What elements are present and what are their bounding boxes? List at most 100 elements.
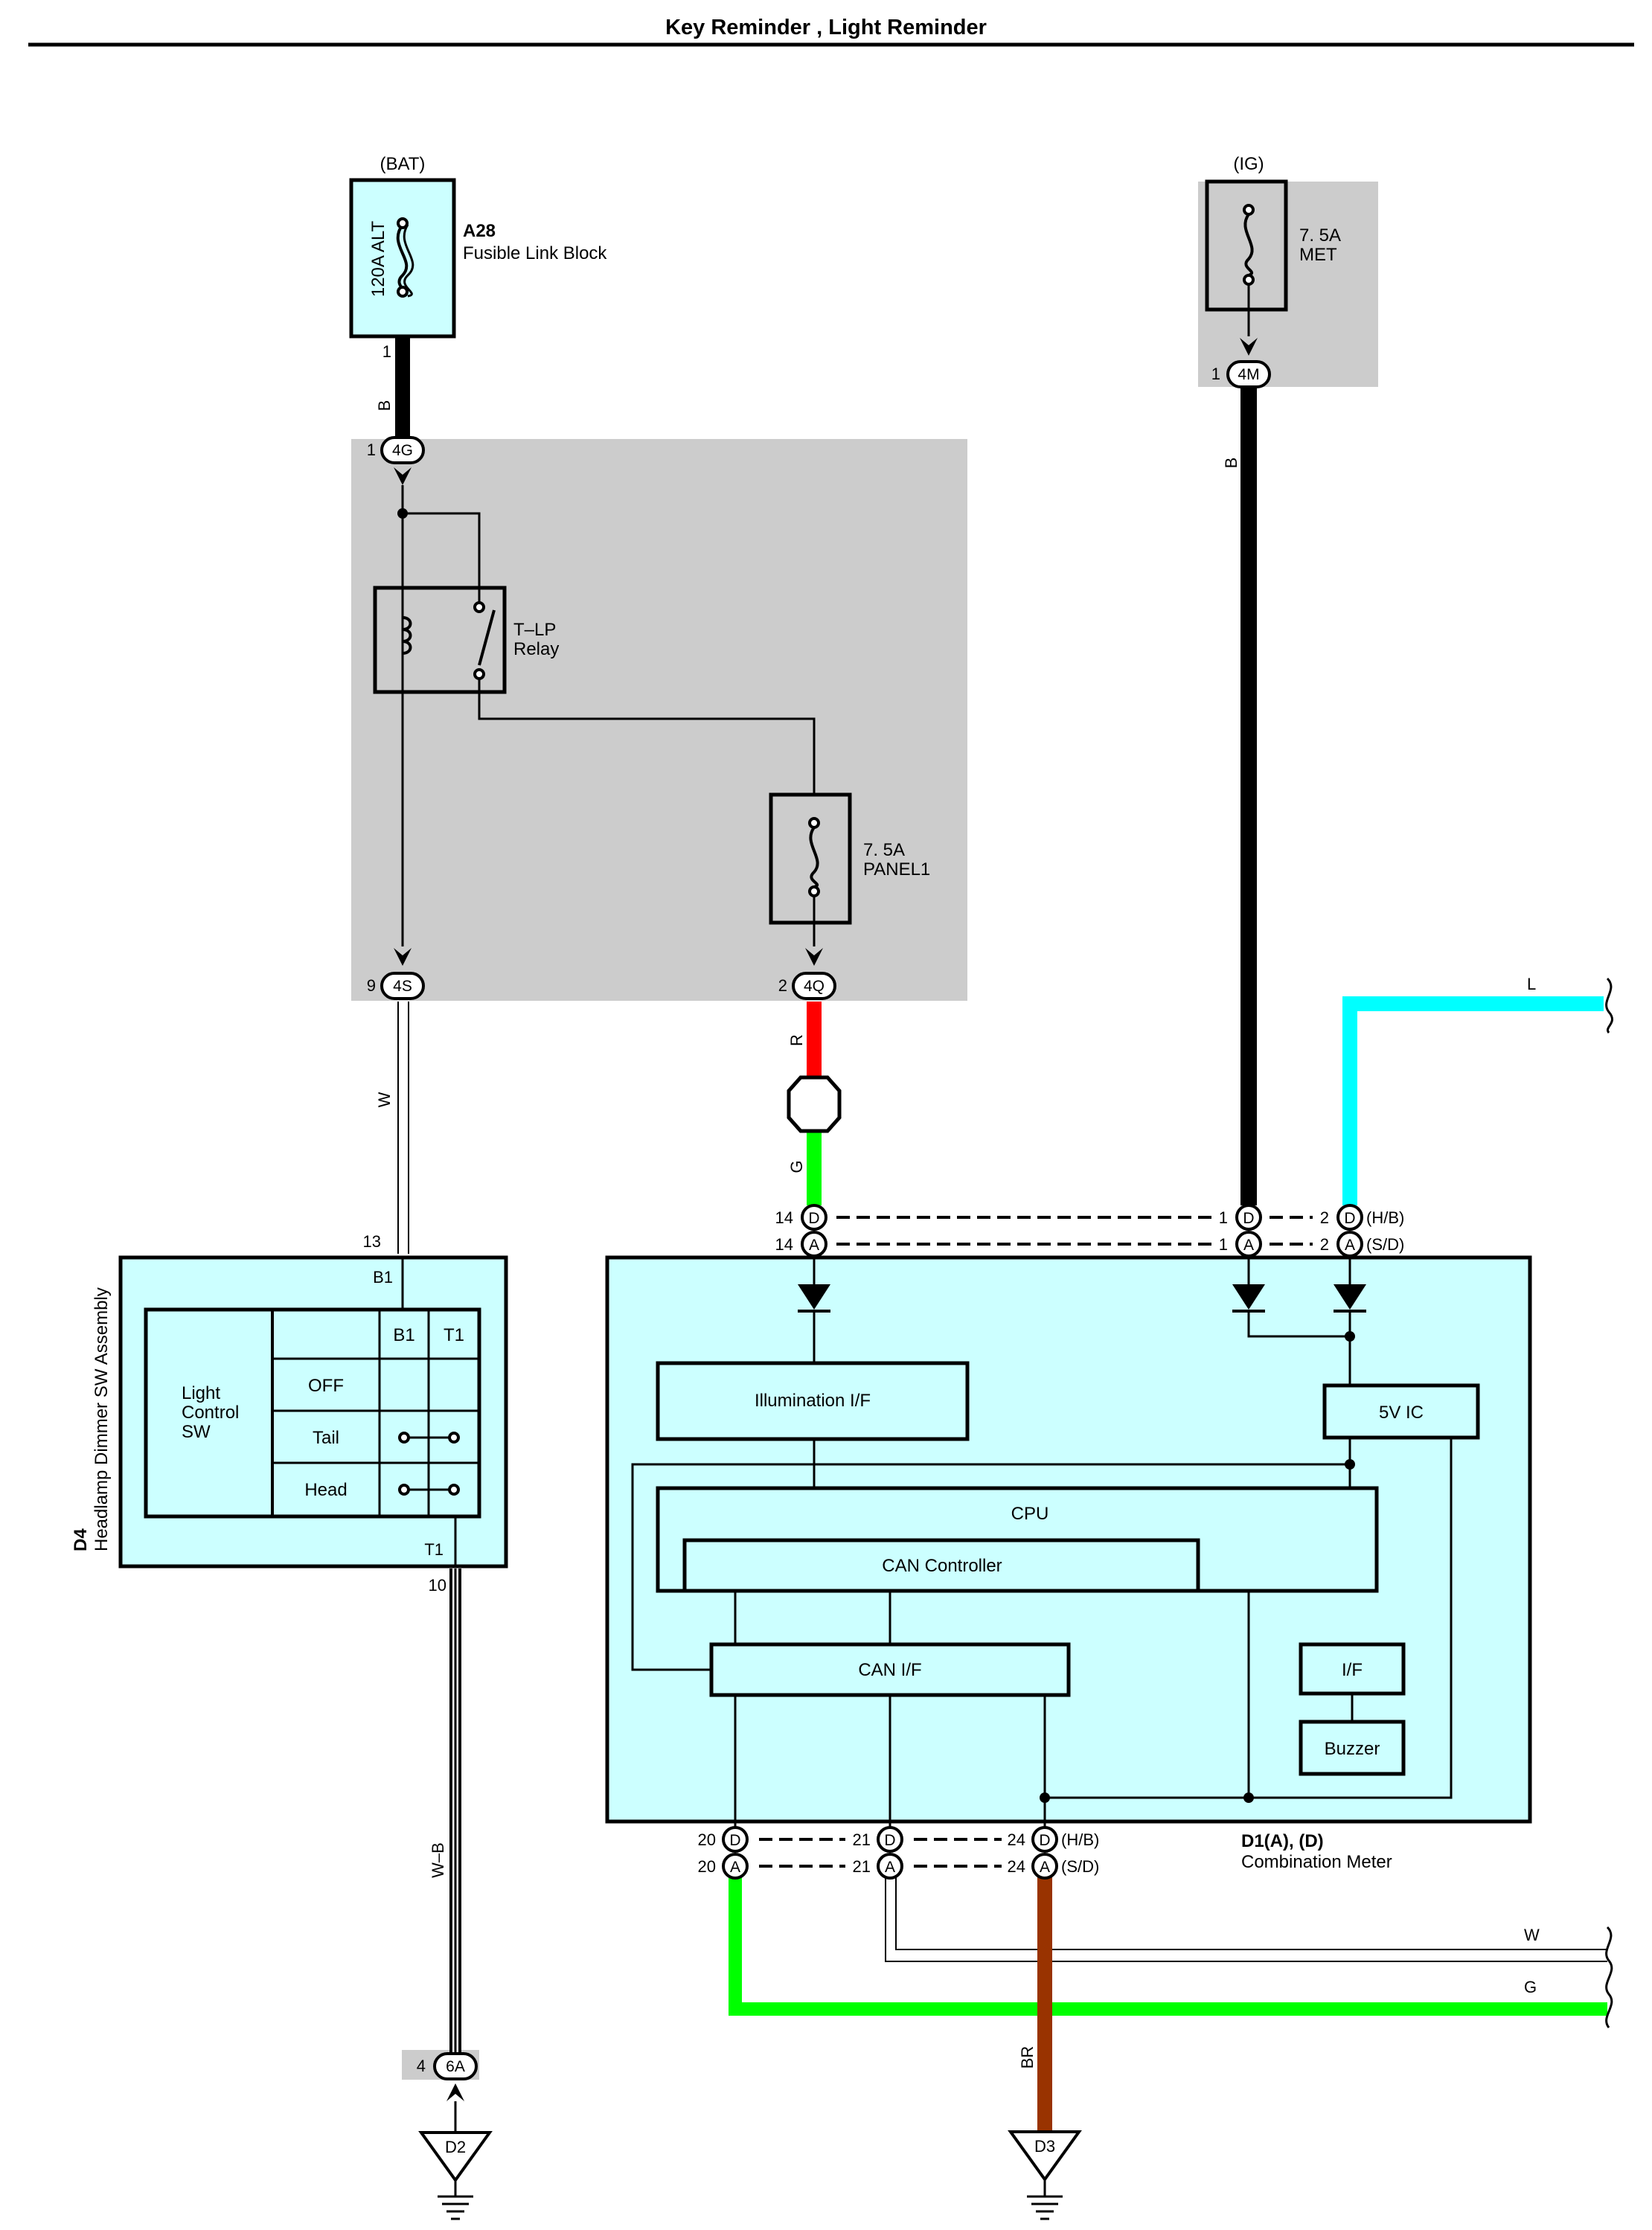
meter-conn-21-a-label: A bbox=[885, 1859, 895, 1876]
d4-top-pin: 13 bbox=[363, 1232, 381, 1251]
wire-l bbox=[1342, 996, 1604, 1205]
diode2-icon bbox=[1232, 1284, 1265, 1310]
wire-wb-label: W–B bbox=[429, 1842, 447, 1878]
switch-col-t1: T1 bbox=[444, 1325, 464, 1345]
meter-conn-14-d bbox=[801, 1204, 827, 1231]
meter-bottom-sd: (S/D) bbox=[1061, 1857, 1099, 1876]
meter-pin-14-a: 14 bbox=[775, 1235, 793, 1254]
meter-conn-14-a-label: A bbox=[809, 1237, 819, 1254]
meter-pin-14-d: 14 bbox=[775, 1208, 793, 1227]
relay-switch-arm-icon bbox=[478, 609, 496, 666]
jb-relay-out-wire bbox=[478, 679, 816, 795]
connector-4g-label: 4G bbox=[392, 442, 413, 459]
can-controller-box bbox=[682, 1538, 1200, 1593]
fusible-link-rating: 120A ALT bbox=[368, 221, 388, 298]
meter-conn-20-d bbox=[722, 1826, 749, 1853]
tail-t1-dot bbox=[448, 1432, 460, 1444]
meter-conn-24-d-label: D bbox=[1039, 1832, 1050, 1849]
relay-box bbox=[373, 586, 507, 694]
wire-w-label: W bbox=[375, 1092, 394, 1107]
meter-bottom-hb: (H/B) bbox=[1061, 1830, 1099, 1849]
can-if-box bbox=[709, 1642, 1071, 1697]
cpu-if-dot bbox=[1243, 1792, 1254, 1803]
meter-conn-21-a bbox=[877, 1853, 903, 1880]
d4-bottom-pin: 10 bbox=[429, 1576, 446, 1595]
ic5v-to-canif bbox=[631, 1463, 1350, 1671]
meter-pin-24-a: 24 bbox=[1008, 1857, 1025, 1876]
wire-w-bottom-label: W bbox=[1524, 1926, 1540, 1944]
junction-connector-octagon bbox=[787, 1075, 842, 1133]
diode1-icon bbox=[798, 1284, 830, 1310]
panel1-terminal-bottom bbox=[808, 885, 820, 897]
connector-4g-pin: 1 bbox=[367, 440, 376, 459]
meter-conn-24-d bbox=[1031, 1826, 1058, 1853]
meter-pin-2-a: 2 bbox=[1320, 1235, 1329, 1254]
d4-top-terminal: B1 bbox=[373, 1268, 393, 1287]
diode3-icon bbox=[1334, 1284, 1366, 1310]
meter-conn-24-a bbox=[1031, 1853, 1058, 1880]
meter-pin-20-a: 20 bbox=[698, 1857, 716, 1876]
panel1-fuse-box bbox=[769, 792, 852, 925]
relay-contact-bottom bbox=[473, 668, 485, 680]
connector-4m bbox=[1226, 360, 1271, 388]
meter-conn-21-d bbox=[877, 1826, 903, 1853]
switch-row-head: Head bbox=[304, 1480, 347, 1500]
fuse-terminal-bottom bbox=[397, 286, 409, 298]
fusible-link-pin: 1 bbox=[382, 342, 391, 361]
connector-4s-pin: 9 bbox=[367, 976, 376, 995]
connector-4q bbox=[792, 972, 836, 1000]
wire-w-bottom-b bbox=[895, 1875, 1607, 1950]
met-fuse-rating: 7. 5A bbox=[1299, 225, 1341, 246]
can-controller-label: CAN Controller bbox=[882, 1556, 1002, 1576]
d4-name: Headlamp Dimmer SW Assembly bbox=[92, 1287, 112, 1551]
wire-break-l bbox=[1605, 977, 1613, 1034]
meter-conn-21-d-label: D bbox=[884, 1832, 895, 1849]
meter-conn-1-a-label: A bbox=[1243, 1237, 1254, 1254]
meter-pin-20-d: 20 bbox=[698, 1830, 716, 1849]
meter-conn-24-a-label: A bbox=[1040, 1859, 1050, 1876]
met-fuse-name: MET bbox=[1299, 245, 1337, 265]
wire-w-bottom-a bbox=[885, 1875, 1607, 1962]
switch-label-line1: Light bbox=[182, 1383, 220, 1403]
connector-4s bbox=[380, 972, 425, 1000]
meter-pin-24-d: 24 bbox=[1008, 1830, 1025, 1849]
relay-label: Relay bbox=[513, 639, 559, 659]
connector-4s-arrow-icon bbox=[394, 948, 412, 966]
fusible-link-name: Fusible Link Block bbox=[463, 243, 607, 263]
connector-6a-pin: 4 bbox=[417, 2057, 426, 2075]
meter-conn-14-d-label: D bbox=[808, 1210, 819, 1227]
connector-6a-label: 6A bbox=[446, 2058, 465, 2075]
met-fuse-terminal-bottom bbox=[1243, 274, 1255, 286]
panel1-terminal-top bbox=[808, 817, 820, 829]
d4-code: D4 bbox=[71, 1528, 91, 1551]
meter-conn-1-d-label: D bbox=[1243, 1210, 1254, 1227]
wire-g-label: G bbox=[787, 1160, 806, 1173]
if-label: I/F bbox=[1342, 1660, 1363, 1680]
meter-pin-1-d: 1 bbox=[1219, 1208, 1228, 1227]
if-box bbox=[1299, 1642, 1406, 1696]
ground-d2-label: D2 bbox=[445, 2138, 466, 2156]
met-fuse-terminal-top bbox=[1243, 204, 1255, 216]
met-fuse-box bbox=[1205, 179, 1288, 312]
meter-top-hb: (H/B) bbox=[1366, 1208, 1404, 1227]
head-b1-dot bbox=[398, 1484, 410, 1496]
connector-6a bbox=[433, 2052, 478, 2080]
connector-4g-arrow-icon bbox=[394, 467, 412, 485]
switch-label-line2: Control bbox=[182, 1403, 239, 1423]
ic5v-label: 5V IC bbox=[1379, 1403, 1424, 1423]
buzzer-label: Buzzer bbox=[1325, 1739, 1380, 1759]
meter-conn-1-d bbox=[1235, 1204, 1262, 1231]
switch-row-tail: Tail bbox=[313, 1428, 339, 1448]
ground-d3-triangle bbox=[1008, 2130, 1082, 2182]
meter-pin-2-d: 2 bbox=[1320, 1208, 1329, 1227]
connector-4m-label: 4M bbox=[1238, 366, 1259, 383]
meter-conn-2-a-label: A bbox=[1345, 1237, 1355, 1254]
met-fuse-arrow-icon bbox=[1240, 338, 1258, 356]
diode-or-dot bbox=[1345, 1331, 1355, 1342]
buzzer-box bbox=[1299, 1720, 1406, 1776]
connector-4g bbox=[380, 436, 425, 464]
wire-break-bottom bbox=[1605, 1926, 1613, 2028]
panel1-fuse-name: PANEL1 bbox=[863, 859, 930, 879]
connector-4q-pin: 2 bbox=[778, 976, 787, 995]
